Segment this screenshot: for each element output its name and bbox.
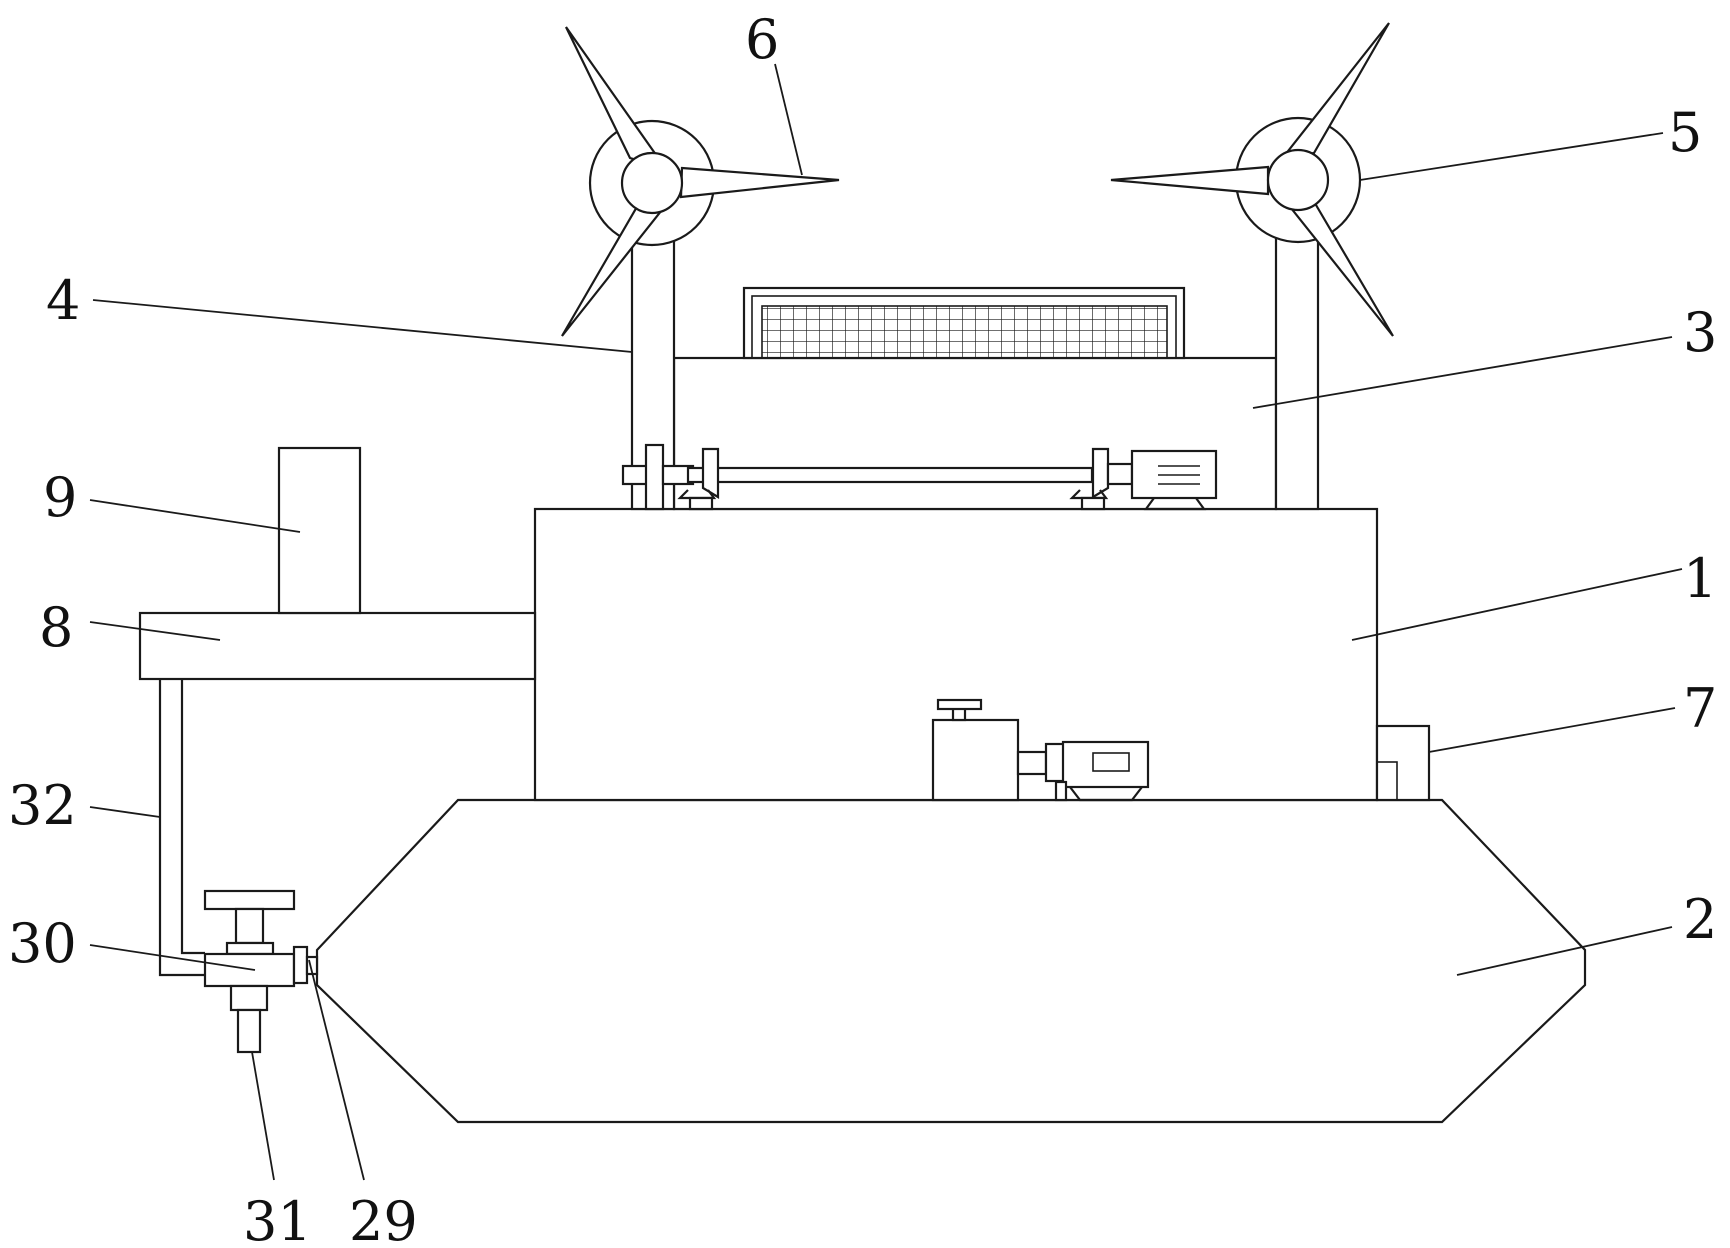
mesh-panel	[742, 286, 1186, 360]
side-arm	[138, 611, 537, 681]
label-6: 6	[745, 8, 779, 71]
right-turbine	[1110, 22, 1394, 337]
pipe	[158, 679, 205, 977]
label-5: 5	[1668, 101, 1702, 164]
label-32: 32	[8, 774, 77, 837]
left-turbine	[561, 26, 840, 337]
right-pole	[1274, 236, 1320, 511]
label-3: 3	[1683, 301, 1717, 364]
leader-lines	[89, 63, 1683, 1181]
label-4: 4	[46, 269, 80, 332]
pump-unit	[931, 698, 1150, 802]
label-2: 2	[1683, 888, 1717, 951]
shaft-assembly	[621, 443, 1218, 511]
side-box	[1375, 724, 1431, 802]
label-29: 29	[349, 1190, 418, 1248]
label-7: 7	[1683, 677, 1717, 740]
label-31: 31	[243, 1190, 312, 1248]
label-30: 30	[8, 912, 77, 975]
label-1: 1	[1683, 547, 1717, 610]
hull	[315, 798, 1587, 1124]
valve-assembly	[203, 889, 319, 1054]
label-9: 9	[43, 466, 77, 529]
label-8: 8	[39, 596, 73, 659]
